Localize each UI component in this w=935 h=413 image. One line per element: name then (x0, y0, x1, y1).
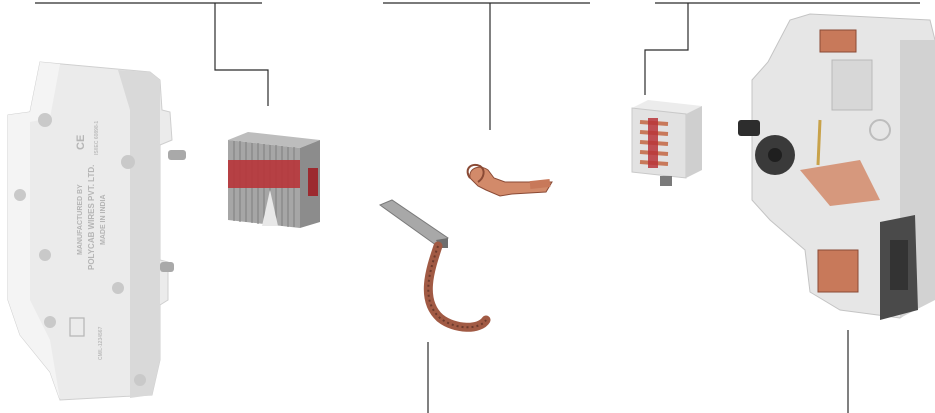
rivet-hole (121, 155, 135, 169)
housing-label-line3: MADE IN INDIA (100, 194, 107, 245)
mechanism-pin (818, 120, 820, 165)
terminal-screw (160, 262, 174, 272)
mechanism-lever (738, 120, 760, 136)
housing-small-text: IS/IEC 60898-1 (94, 121, 100, 155)
mechanism-coil-slot (832, 60, 872, 110)
mechanism-copper-terminal-bottom (818, 250, 858, 292)
mechanism-copper-terminal-top (820, 30, 856, 52)
rivet-hole (39, 249, 51, 261)
housing-code: CM/L-1234567 (98, 326, 104, 360)
solenoid-coil (632, 100, 702, 186)
mechanism-knob-hole (768, 148, 782, 162)
coil-red-core (648, 118, 658, 168)
terminal-screw (168, 150, 186, 160)
din-clip-slot (890, 240, 908, 290)
moving-contact (468, 165, 552, 196)
arc-chute-red-insulator (228, 160, 300, 188)
leader-line-arc-chute-drop (215, 3, 268, 106)
rivet-hole (14, 189, 26, 201)
mcb-mechanism (738, 14, 935, 320)
housing-cover: MANUFACTURED BY POLYCAB WIRES PVT. LTD. … (8, 62, 186, 400)
braided-wire (380, 200, 486, 327)
rivet-hole (38, 113, 52, 127)
rivet-hole (134, 374, 146, 386)
rivet-hole (112, 282, 124, 294)
arc-chute-red-insulator-side (308, 168, 318, 196)
arc-chute (228, 132, 320, 228)
housing-ce-mark: CE (75, 135, 87, 150)
coil-side (686, 106, 702, 178)
housing-label-line2: POLYCAB WIRES PVT. LTD. (87, 165, 96, 270)
housing-label-line1: MANUFACTURED BY (77, 184, 84, 255)
leader-line-coil-drop (645, 3, 688, 95)
rivet-hole (44, 316, 56, 328)
coil-plunger (660, 176, 672, 186)
braid (428, 246, 486, 327)
